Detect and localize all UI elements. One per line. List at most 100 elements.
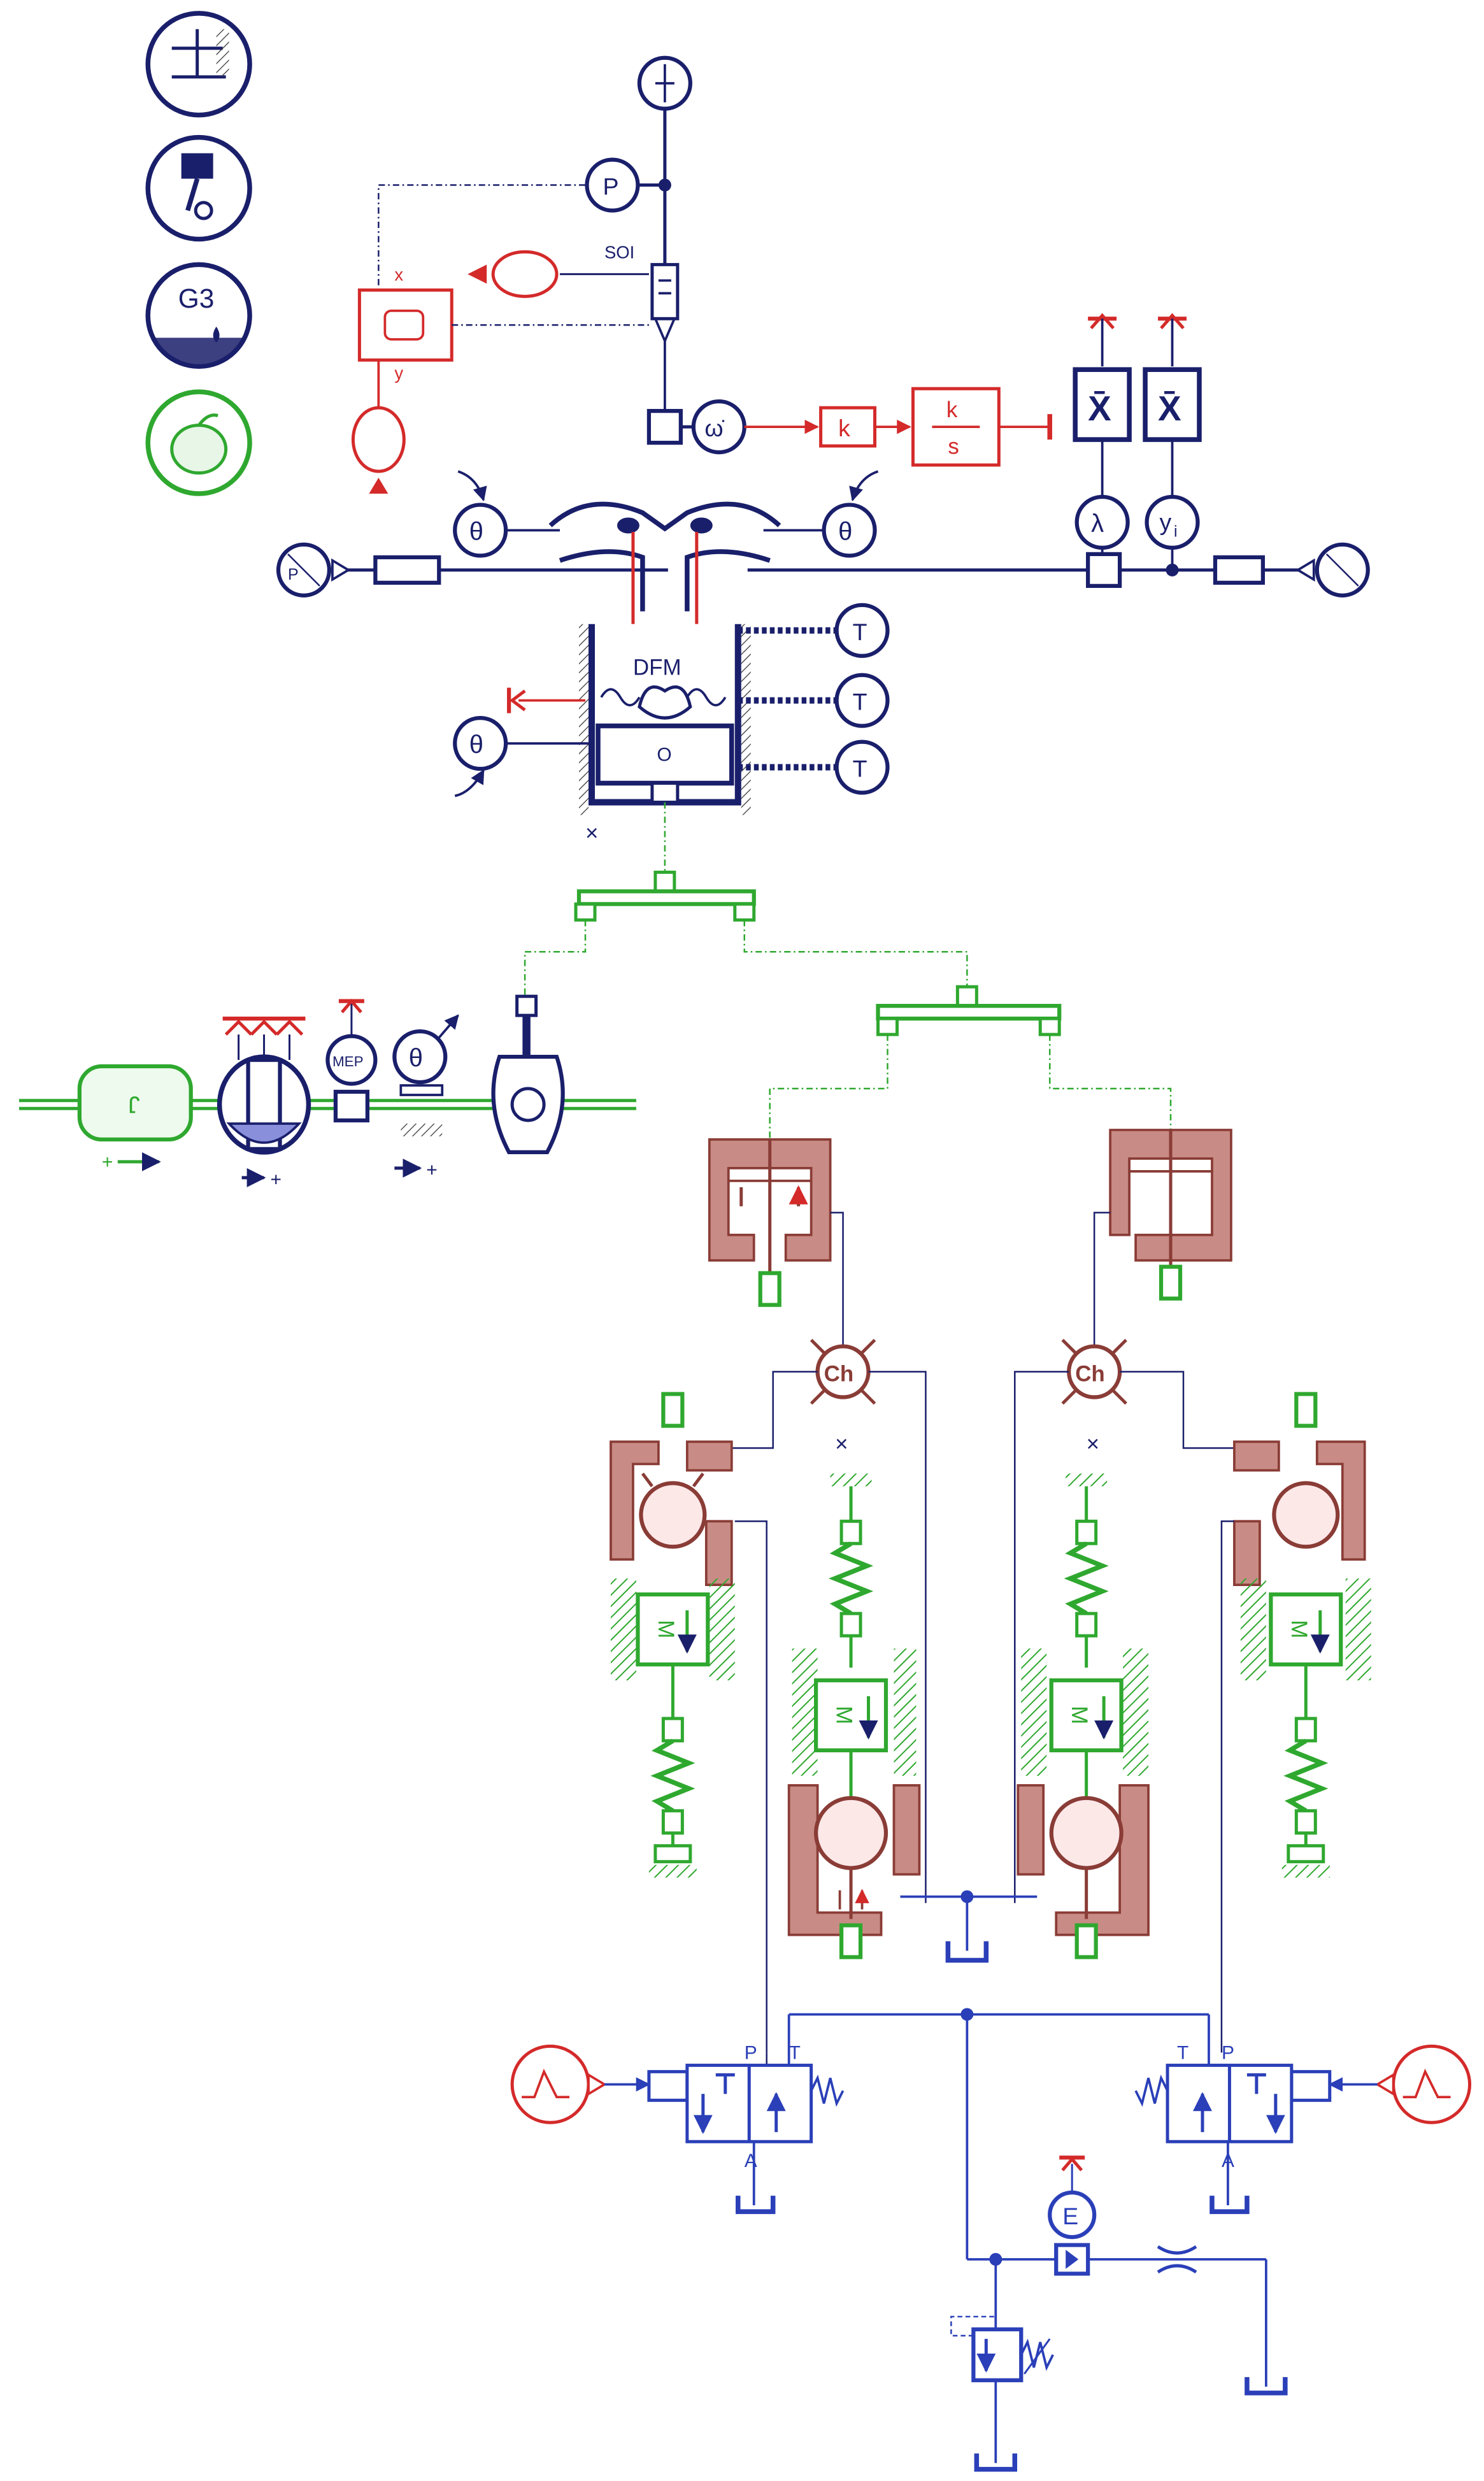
crank-angle-sensor[interactable]: θ + xyxy=(392,1014,459,1180)
speed-sensor-block[interactable]: ω̇ xyxy=(646,399,746,455)
orifice-restriction[interactable] xyxy=(1157,2245,1197,2274)
liner-temperature-sensor[interactable]: T xyxy=(738,673,890,728)
mechanical-splitter-pump[interactable] xyxy=(876,985,1062,1036)
right-valve-p-port: P xyxy=(1222,2042,1234,2063)
theta-label-4: θ xyxy=(409,1044,423,1072)
head-temperature-sensor[interactable]: T xyxy=(738,603,890,658)
left-valve-tank[interactable] xyxy=(736,2141,776,2214)
pump-tank[interactable] xyxy=(945,1896,989,1963)
cylinder-head-ports[interactable] xyxy=(548,501,781,624)
left-valve-t-port: T xyxy=(789,2042,801,2063)
top-pressure-source[interactable] xyxy=(637,55,692,111)
speed-input-sensor[interactable] xyxy=(351,406,406,494)
right-directional-valve[interactable]: T P A xyxy=(1134,2042,1332,2171)
integrator-num: k xyxy=(946,397,958,422)
left-inner-mass[interactable]: M xyxy=(792,1648,917,1798)
exhaust-junction[interactable] xyxy=(1086,552,1122,588)
left-inner-check-valve[interactable] xyxy=(787,1784,921,1959)
right-outer-mass[interactable]: M xyxy=(1240,1578,1371,1681)
fuel-injector[interactable] xyxy=(650,262,680,345)
right-inner-check-valve[interactable] xyxy=(1017,1784,1150,1959)
mep-sensor[interactable]: MEP xyxy=(325,998,378,1123)
t-label-1: T xyxy=(853,618,867,645)
pressure-sensor[interactable]: P xyxy=(585,157,640,213)
intake-pipe[interactable] xyxy=(373,555,441,585)
chamber-left[interactable]: Ch xyxy=(810,1338,876,1405)
soi-label: SOI xyxy=(604,242,634,262)
exhaust-valve-theta-sensor[interactable]: θ xyxy=(822,470,879,558)
yi-label-base: y xyxy=(1160,508,1172,535)
right-inner-spring[interactable] xyxy=(1064,1473,1109,1668)
dfm-label: DFM xyxy=(633,655,681,680)
right-valve-signal-source[interactable] xyxy=(1375,2044,1472,2124)
right-valve-tank[interactable] xyxy=(1209,2141,1250,2214)
mass-label-3: M xyxy=(1067,1706,1092,1724)
theta-label-2: θ xyxy=(838,517,852,545)
left-outer-spring[interactable] xyxy=(648,1664,697,1878)
chamber-left-label: Ch xyxy=(824,1362,854,1387)
mechanical-splitter-top[interactable] xyxy=(574,870,756,922)
injection-map-block[interactable]: x y xyxy=(357,264,453,383)
dfm-cylinder[interactable]: DFM O xyxy=(579,624,751,815)
pump-piston-right[interactable] xyxy=(1109,1129,1232,1301)
mean-label-2: X̄ xyxy=(1158,389,1181,428)
left-inner-spring[interactable] xyxy=(829,1473,874,1668)
g3-fuel-library-icon[interactable]: G3 xyxy=(145,262,252,369)
pressure-sensor-label: P xyxy=(603,173,618,200)
left-valve-signal-source[interactable] xyxy=(510,2044,607,2124)
left-valve-a-port: A xyxy=(745,2150,757,2171)
lambda-label: λ xyxy=(1091,510,1104,538)
yi-sensor[interactable]: y i xyxy=(1145,494,1200,550)
inertia-label: J xyxy=(128,1091,140,1118)
mean-lambda-block[interactable]: X̄ xyxy=(1073,367,1132,442)
engine-library-icon[interactable] xyxy=(145,134,252,242)
intake-boundary-source[interactable]: P xyxy=(276,542,351,597)
angle-plus: + xyxy=(426,1159,438,1180)
lambda-sensor[interactable]: λ xyxy=(1074,494,1130,550)
g3-label: G3 xyxy=(178,283,215,313)
soi-signal-source[interactable] xyxy=(467,250,559,298)
relief-valve-tank[interactable] xyxy=(974,2380,1018,2472)
right-valve-t-port: T xyxy=(1177,2042,1188,2063)
integrator-block[interactable]: k s xyxy=(911,387,1001,467)
chamber-right-label: Ch xyxy=(1075,1362,1105,1387)
gain-label: k xyxy=(838,415,850,441)
chamber-left-cross: × xyxy=(835,1431,848,1456)
crankshaft[interactable] xyxy=(491,994,565,1155)
energy-sensor[interactable]: E xyxy=(1048,2156,1097,2276)
mass-label-4: M xyxy=(1287,1620,1311,1638)
chamber-right[interactable]: Ch xyxy=(1061,1338,1127,1405)
mean-yi-block[interactable]: X̄ xyxy=(1143,367,1202,442)
t-label-2: T xyxy=(853,689,867,715)
orifice-tank[interactable] xyxy=(1245,2259,1288,2396)
exhaust-pipe[interactable] xyxy=(1213,555,1265,585)
intake-valve-theta-sensor[interactable]: θ xyxy=(453,470,508,558)
right-outer-check-valve[interactable] xyxy=(1233,1392,1366,1587)
right-outer-spring[interactable] xyxy=(1281,1664,1330,1878)
theta-label-1: θ xyxy=(469,517,483,545)
chamber-right-cross: × xyxy=(1087,1431,1099,1456)
right-inner-mass[interactable]: M xyxy=(1021,1648,1149,1798)
gain-block[interactable]: k xyxy=(819,406,877,448)
friction-clutch[interactable]: + xyxy=(217,1017,311,1190)
piston-theta-sensor[interactable]: θ xyxy=(453,716,508,797)
inertia-block[interactable]: J + xyxy=(77,1064,193,1173)
mass-label-1: M xyxy=(653,1620,678,1638)
pressure-relief-valve[interactable] xyxy=(950,2259,1054,2382)
mean-label-1: X̄ xyxy=(1088,389,1111,428)
left-directional-valve[interactable]: P T A xyxy=(647,2042,845,2171)
piston-temperature-sensor[interactable]: T xyxy=(738,740,890,795)
left-outer-mass[interactable]: M xyxy=(610,1578,735,1681)
left-valve-p-port: P xyxy=(745,2042,757,2063)
left-outer-check-valve[interactable] xyxy=(610,1392,733,1587)
pump-piston-left[interactable] xyxy=(708,1138,832,1307)
exhaust-boundary-sink[interactable] xyxy=(1295,542,1370,597)
cylinder-cross-marker: × xyxy=(585,820,598,845)
apple-library-icon[interactable] xyxy=(145,389,252,496)
yi-label-sub: i xyxy=(1174,522,1178,540)
piston-zero-label: O xyxy=(657,745,671,766)
energy-label: E xyxy=(1062,2203,1078,2229)
mechanical-library-icon[interactable] xyxy=(145,11,252,118)
integrator-den: s xyxy=(948,434,959,459)
mass-label-2: M xyxy=(832,1706,857,1724)
